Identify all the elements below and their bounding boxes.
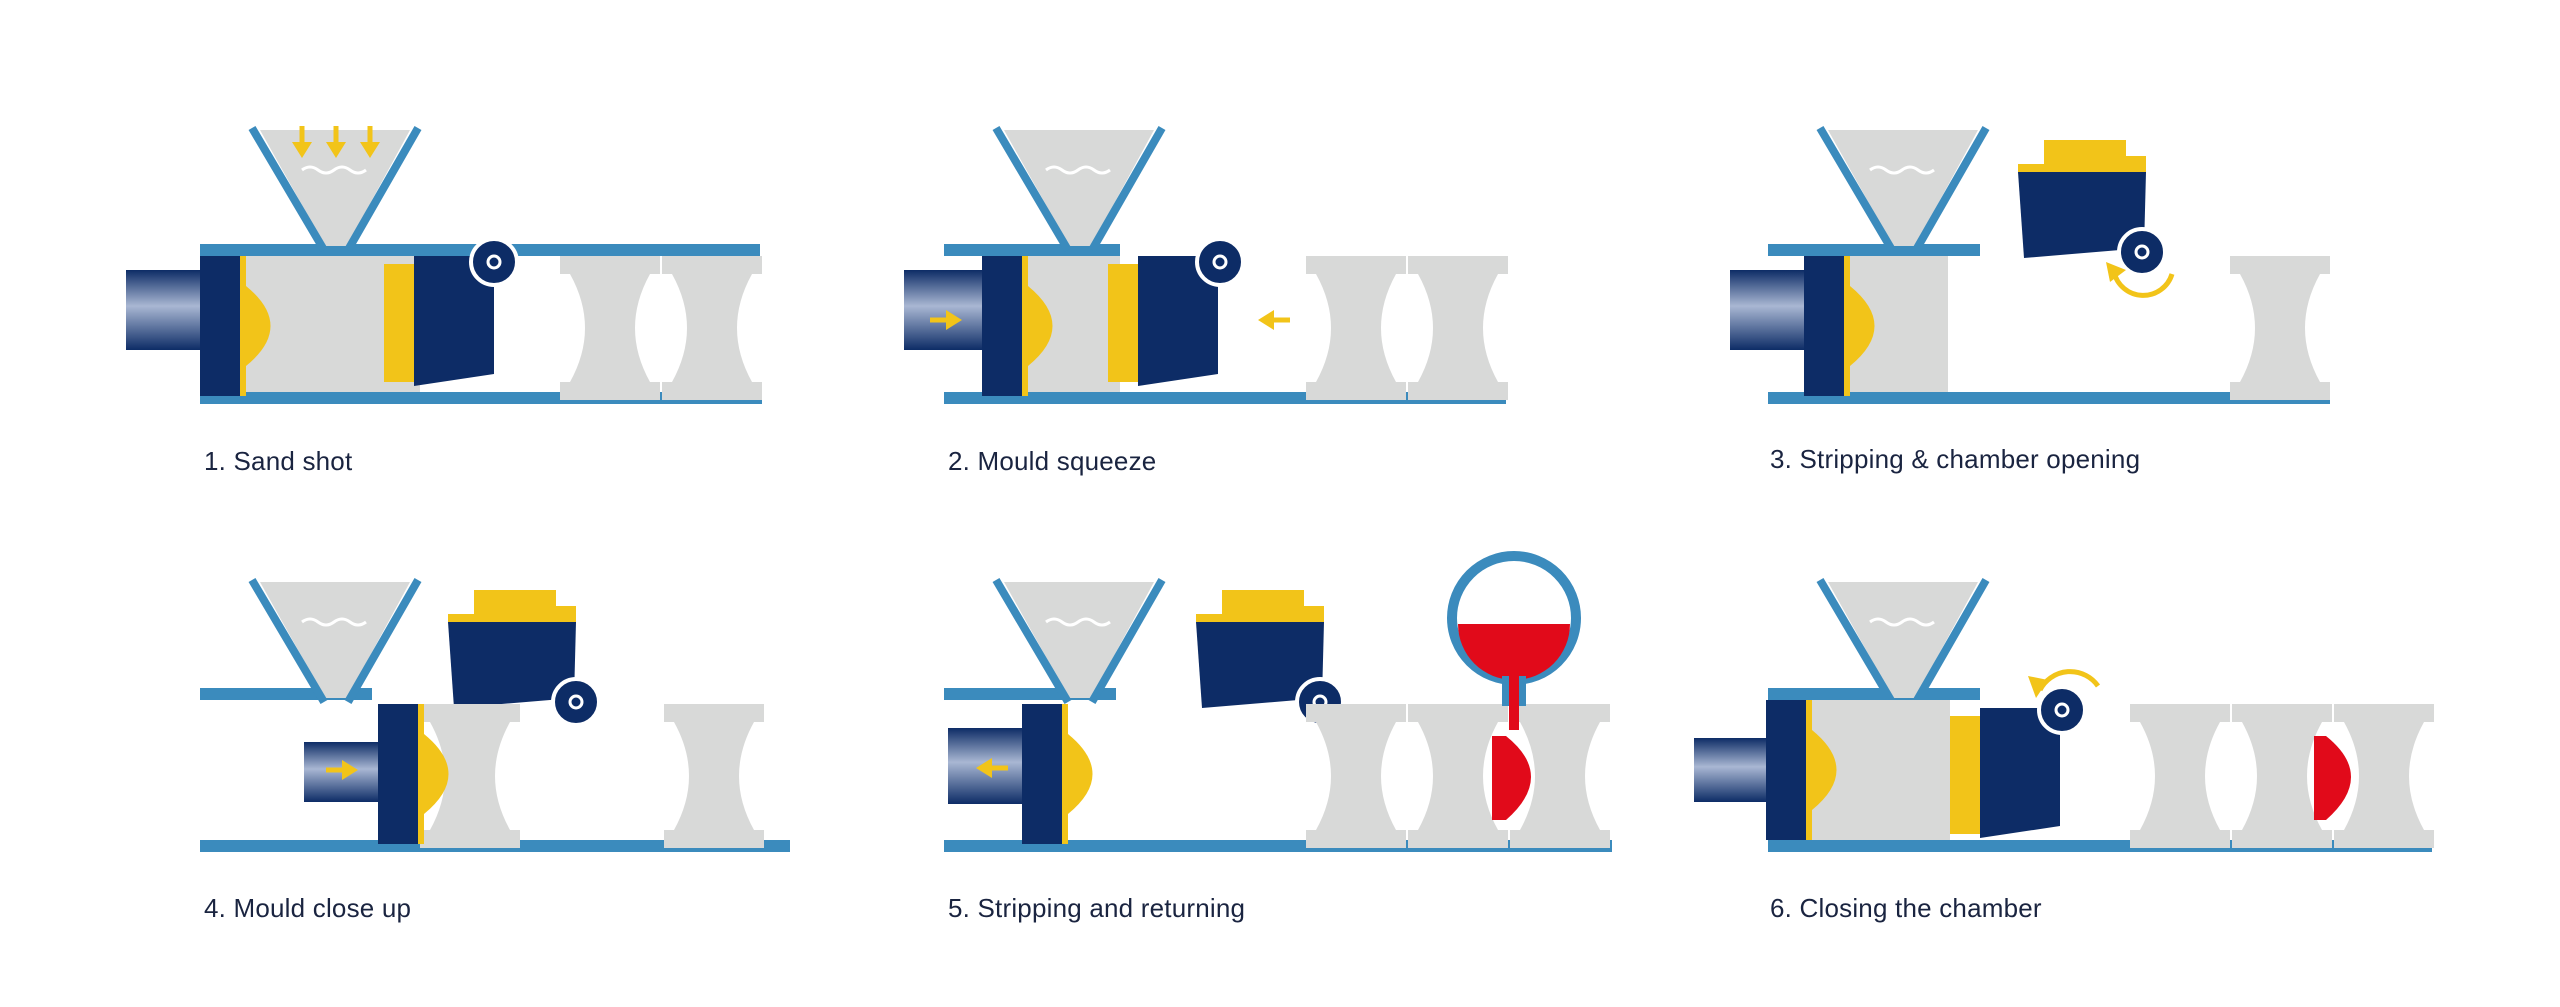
sand-hopper bbox=[996, 128, 1162, 250]
pivot-wheel-icon bbox=[1195, 237, 1245, 287]
piston-rod bbox=[126, 270, 204, 350]
pouring-ladle bbox=[1447, 551, 1581, 730]
rail-bottom bbox=[1768, 392, 2330, 404]
swing-plate bbox=[1950, 708, 2060, 838]
piston-rod bbox=[904, 270, 994, 350]
mould-block bbox=[2130, 704, 2230, 848]
cast-metal bbox=[2314, 736, 2351, 820]
panel-2-mould-squeeze bbox=[904, 128, 1508, 404]
sand-hopper bbox=[252, 580, 418, 702]
mould-block bbox=[1306, 704, 1406, 848]
arrow-left-icon bbox=[1258, 310, 1290, 330]
poured-metal bbox=[1492, 736, 1531, 820]
rotate-arrow-head-icon bbox=[2106, 262, 2126, 282]
sand-hopper bbox=[996, 580, 1162, 702]
mould-block bbox=[560, 256, 660, 400]
panel-5-stripping-and-returning bbox=[944, 551, 1612, 852]
pivot-wheel-icon bbox=[2037, 685, 2087, 735]
crop-mask bbox=[764, 704, 790, 840]
panel-4-mould-close-up bbox=[200, 580, 790, 852]
rotate-arrow-head-icon bbox=[2028, 676, 2048, 698]
step-6-caption: 6. Closing the chamber bbox=[1770, 893, 2042, 923]
piston-rod bbox=[1730, 270, 1804, 350]
sand-hopper bbox=[1820, 580, 1986, 702]
mould-block bbox=[1306, 256, 1406, 400]
pivot-wheel-icon bbox=[2117, 227, 2167, 277]
step-4-caption: 4. Mould close up bbox=[204, 893, 412, 923]
step-1-caption: 1. Sand shot bbox=[204, 446, 353, 476]
mould-block bbox=[2230, 256, 2330, 400]
panel-3-stripping-chamber-opening bbox=[1730, 128, 2330, 404]
pivot-wheel-icon bbox=[551, 677, 601, 727]
mould-block bbox=[1408, 256, 1508, 400]
step-5-caption: 5. Stripping and returning bbox=[948, 893, 1246, 923]
step-2-caption: 2. Mould squeeze bbox=[948, 446, 1157, 476]
step-3-caption: 3. Stripping & chamber opening bbox=[1770, 444, 2141, 474]
mould-block bbox=[662, 256, 762, 400]
rail-top bbox=[944, 244, 1120, 256]
piston-rod bbox=[1694, 738, 1768, 802]
squeeze-plate bbox=[1022, 704, 1093, 844]
rail-top bbox=[1768, 244, 1980, 256]
pivot-wheel-icon bbox=[469, 237, 519, 287]
panel-6-closing-the-chamber bbox=[1694, 580, 2434, 852]
mould-block bbox=[664, 704, 764, 848]
sand-hopper bbox=[1820, 128, 1986, 250]
panel-1-sand-shot bbox=[126, 126, 762, 404]
rail-top bbox=[1768, 688, 1980, 700]
rotate-arrow-icon bbox=[2111, 271, 2175, 298]
rail-bottom bbox=[1768, 840, 2432, 852]
